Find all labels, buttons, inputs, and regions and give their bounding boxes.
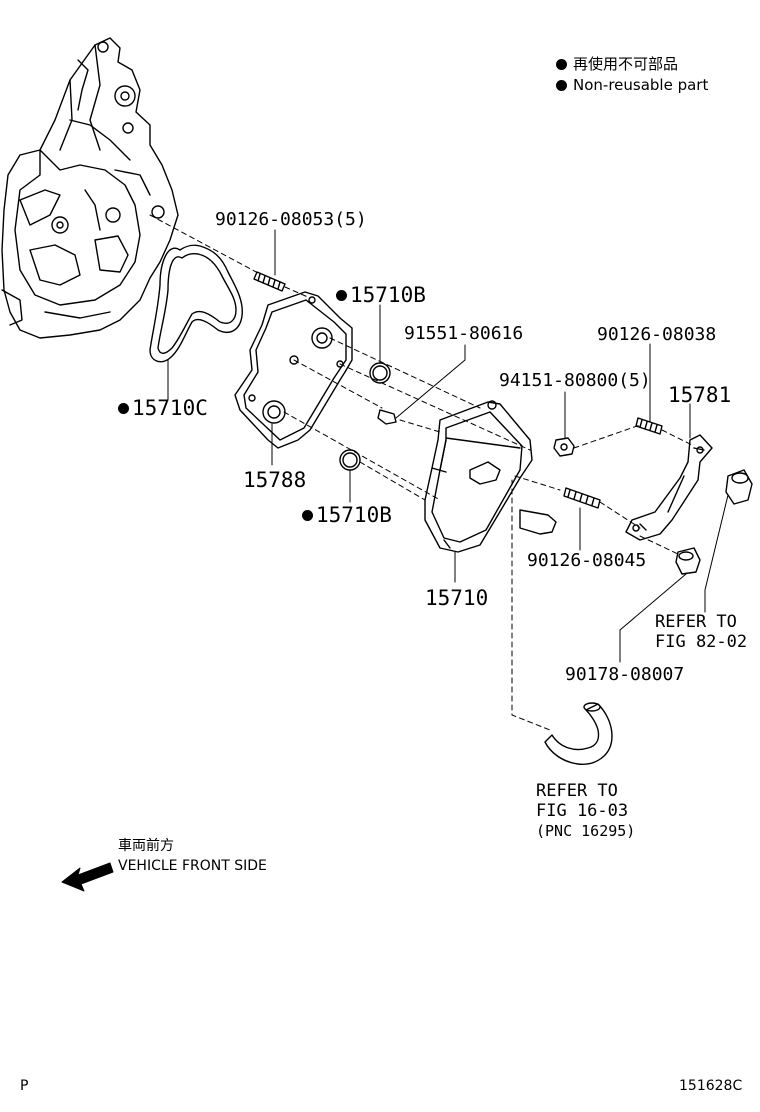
leader-lines: [167, 229, 729, 663]
oil-cooler-15710-shape: [424, 400, 557, 553]
gasket-15710c-shape: [149, 244, 243, 363]
part-label-15781[interactable]: 15781: [668, 383, 732, 407]
sleeve-fig82-shape: [725, 469, 753, 505]
assembly-dashed-lines: [149, 214, 695, 731]
legend-jp: 再使用不可部品: [556, 54, 678, 74]
part-label-94151-80800[interactable]: 94151-80800(5): [499, 370, 651, 391]
legend-en: Non-reusable part: [556, 75, 708, 95]
bolt-91551-80616-shape: [377, 409, 397, 425]
bush-90178-08007-shape: [675, 547, 701, 575]
part-label-90126-08045[interactable]: 90126-08045: [527, 550, 647, 571]
nut-94151-80800-shape: [553, 437, 575, 457]
plate-15788-shape: [234, 291, 353, 449]
refer-fig-82-02[interactable]: REFER TO FIG 82-02: [655, 612, 748, 652]
legend-dot-icon: [556, 80, 567, 91]
figure-id: 151628C: [679, 1078, 743, 1094]
corner-code-left: P: [20, 1078, 29, 1094]
part-label-91551-80616[interactable]: 91551-80616: [404, 323, 524, 344]
nonreusable-dot-icon: [302, 510, 313, 521]
legend-dot-icon: [556, 59, 567, 70]
refer-fig-16-03[interactable]: REFER TO FIG 16-03 (PNC 16295): [536, 781, 636, 840]
hose-fig16-shape: [544, 702, 613, 765]
vehicle-front-jp: 車両前方: [118, 838, 174, 854]
part-label-90126-08038[interactable]: 90126-08038: [597, 324, 717, 345]
bolt-90126-08053-shape: [253, 271, 286, 292]
part-label-15710b-upper[interactable]: 15710B: [336, 283, 426, 307]
front-arrow-icon: [61, 862, 114, 892]
vehicle-front-en: VEHICLE FRONT SIDE: [118, 858, 267, 874]
stud-90126-08045-shape: [563, 487, 601, 509]
part-label-90126-08053[interactable]: 90126-08053(5): [215, 209, 367, 230]
nonreusable-dot-icon: [118, 403, 129, 414]
part-label-15710[interactable]: 15710: [425, 586, 489, 610]
bolt-90126-08038-shape: [635, 417, 663, 435]
part-label-15788[interactable]: 15788: [243, 468, 307, 492]
part-label-15710b-lower[interactable]: 15710B: [302, 503, 392, 527]
part-label-15710c[interactable]: 15710C: [118, 396, 208, 420]
engine-block-illustration: [1, 37, 179, 339]
part-label-90178-08007[interactable]: 90178-08007: [565, 664, 685, 685]
bracket-15781-shape: [625, 434, 713, 541]
nonreusable-dot-icon: [336, 290, 347, 301]
